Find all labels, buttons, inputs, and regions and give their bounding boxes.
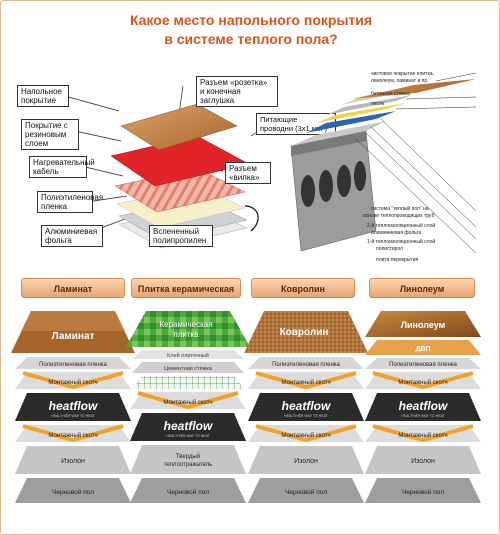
top-text-tile-2: плитка	[173, 330, 199, 339]
right-label-10: полистирол	[376, 246, 404, 252]
stack-tile: Керамическая плитка Клей плиточный Цемен…	[126, 311, 250, 503]
right-label-9: 1-й теплоизоляционный слой	[367, 239, 436, 245]
layer-linoleum-2: Монтажный скотч	[398, 379, 447, 386]
layer-tile-6: Черновой пол	[167, 488, 209, 496]
tagline-laminate: HEALTHIER WAY TO HEAT	[51, 414, 95, 418]
layer-linoleum-1: Полиэтиленовая пленка	[389, 362, 457, 368]
layer-laminate-2: Монтажный скотч	[48, 379, 97, 386]
column-header-carpet: Ковролин	[251, 278, 355, 298]
label-foam-pp: Вспененный полипропилен	[149, 225, 213, 247]
right-label-6: основе теплопроводящих труб	[363, 213, 435, 219]
layer-laminate-1: Полиэтиленовая пленка	[39, 362, 107, 368]
layer-carpet-1: Полиэтиленовая пленка	[272, 362, 340, 368]
stack-carpet: Ковролин Полиэтиленовая пленка Монтажный…	[244, 311, 368, 503]
right-label-11: плита перекрытия	[376, 257, 419, 263]
right-label-8: алюминиевая фольга	[371, 230, 422, 236]
brand-linoleum: heatflow	[399, 399, 448, 413]
tagline-carpet: HEALTHIER WAY TO HEAT	[284, 414, 328, 418]
layer-tile-3: Монтажный скотч	[163, 399, 212, 406]
layer-carpet-3: Монтажный скотч	[281, 432, 330, 439]
layer-tile-4: Твердый	[176, 453, 200, 460]
tagline-linoleum: HEALTHIER WAY TO HEAT	[401, 414, 445, 418]
column-header-tile: Плитка керамическая	[131, 278, 241, 298]
layer-carpet-5: Черновой пол	[285, 488, 327, 496]
column-header-laminate: Ламинат	[21, 278, 125, 298]
label-floor-cover: Напольное покрытие	[17, 85, 69, 107]
right-label-1: чистовое покрытие плитка,	[371, 71, 434, 77]
title-line-2: в системе теплого пола?	[164, 31, 338, 47]
layer-carpet-2: Монтажный скотч	[281, 379, 330, 386]
label-fork-connector: Разъем «вилка»	[225, 162, 271, 184]
layer-tile-1: Клей плиточный	[167, 352, 209, 359]
brand-laminate: heatflow	[49, 399, 98, 413]
layer-linoleum-3: Монтажный скотч	[398, 432, 447, 439]
brand-tile: heatflow	[164, 419, 213, 433]
label-socket-plug: Разъем «розетка» и конечная заглушка	[196, 76, 278, 107]
tagline-tile: HEALTHIER WAY TO HEAT	[166, 434, 210, 438]
right-label-4: песок	[371, 101, 385, 107]
layer-linoleum-5: Черновой пол	[402, 488, 444, 496]
label-heating-cable: Нагревательный кабель	[29, 156, 95, 178]
label-alu-foil: Алюминиевая фольга	[41, 225, 103, 247]
stack-linoleum: Линолеум ДВП Полиэтиленовая пленка Монта…	[365, 311, 481, 503]
title-line-1: Какое место напольного покрытия	[129, 12, 373, 28]
right-label-7: 2-й теплоизоляционный слой	[367, 223, 436, 229]
layer-laminate-3: Монтажный скотч	[48, 432, 97, 439]
dvp-linoleum: ДВП	[415, 346, 430, 353]
layer-tile-5: теплоотражатель	[164, 462, 212, 468]
top-text-tile-1: Керамическая	[159, 320, 212, 329]
stack-laminate: Ламинат Полиэтиленовая пленка Монтажный …	[11, 311, 135, 503]
brand-carpet: heatflow	[282, 399, 331, 413]
top-text-carpet: Ковролин	[280, 327, 329, 338]
layer-linoleum-4: Изолон	[411, 458, 435, 465]
top-text-laminate: Ламинат	[52, 331, 95, 342]
right-label-3: бетонная стяжка	[371, 91, 410, 97]
layer-carpet-4: Изолон	[294, 458, 318, 465]
layer-tile-2: Цементная стяжка	[164, 366, 213, 372]
column-header-linoleum: Линолеум	[369, 278, 475, 298]
top-text-linoleum: Линолеум	[401, 320, 446, 330]
cross-section-diagram	[290, 72, 477, 254]
layer-laminate-4: Изолон	[61, 458, 85, 465]
right-label-2: линолеум, ламинат и пр.	[371, 78, 429, 84]
layer-laminate-5: Черновой пол	[52, 488, 94, 496]
label-pe-film: Полиэтиленовая пленка	[37, 191, 103, 213]
right-label-5: система "теплый пол" на	[371, 206, 429, 212]
label-rubber-cover: Покрытие с резиновым слоем	[21, 119, 79, 150]
